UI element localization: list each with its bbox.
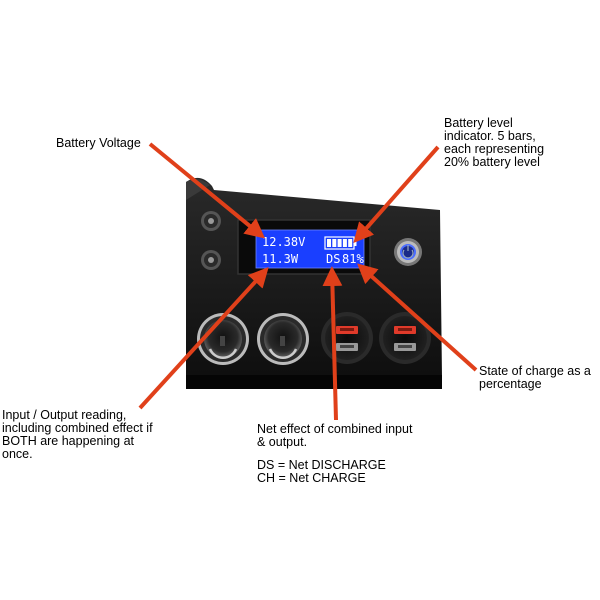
lcd-power: 11.3W [262, 252, 299, 266]
arrow-input-output [138, 267, 269, 410]
battery-bar [348, 239, 353, 247]
socket-12v-right[interactable] [257, 313, 309, 365]
usb-socket-right[interactable] [379, 312, 431, 364]
battery-bar [337, 239, 342, 247]
label-status-legend: DS = Net DISCHARGE CH = Net CHARGE [257, 458, 386, 485]
battery-bar [332, 239, 337, 247]
fuse-holder-top [201, 211, 221, 231]
label-net-effect: Net effect of combined input & output. [257, 422, 413, 449]
lcd-percent: 81% [342, 252, 364, 266]
arrow-net-effect [322, 266, 343, 421]
lcd-voltage: 12.38V [262, 235, 305, 249]
label-battery-voltage: Battery Voltage [56, 136, 141, 150]
arrow-battery-level [353, 145, 440, 244]
arrow-state-of-charge [357, 263, 478, 372]
lcd-status: DS [326, 252, 340, 266]
battery-bar [342, 239, 347, 247]
label-battery-level: Battery level indicator. 5 bars, each re… [444, 116, 545, 169]
label-input-output: Input / Output reading, including combin… [2, 408, 153, 461]
fuse-holder-bottom [201, 250, 221, 270]
power-button[interactable] [394, 238, 422, 266]
arrow-battery-voltage [148, 142, 266, 239]
usb-socket-left[interactable] [321, 312, 373, 364]
battery-bar [327, 239, 331, 247]
label-state-of-charge: State of charge as a percentage [479, 364, 591, 391]
